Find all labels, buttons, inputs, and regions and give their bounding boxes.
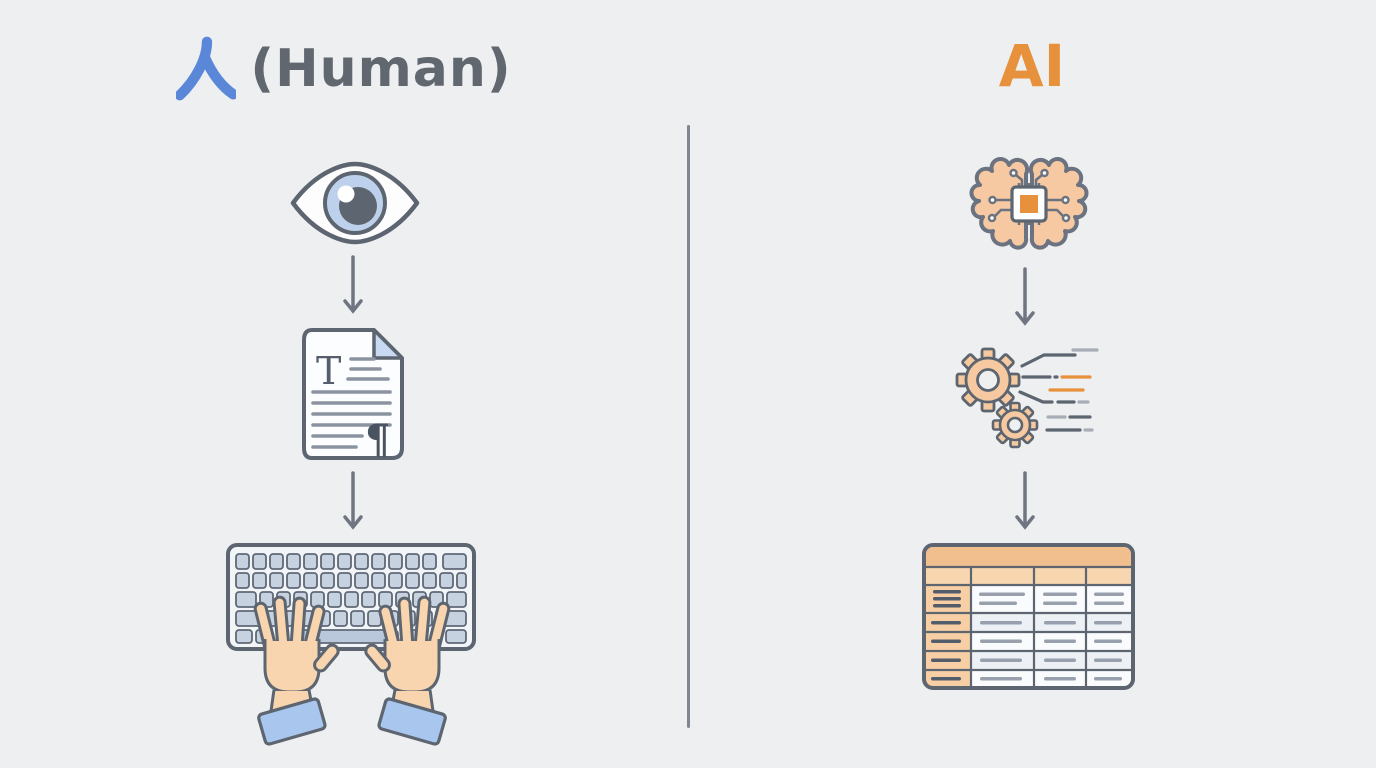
down-arrow-icon: [1015, 267, 1035, 326]
keyboard-typing-hands-icon: [226, 543, 476, 747]
document-pilcrow: ¶: [365, 416, 390, 463]
eye-icon: [290, 161, 420, 245]
human-title-label: (Human): [250, 39, 512, 99]
data-table-icon: [922, 543, 1135, 690]
document-letter-T: T: [316, 349, 341, 393]
down-arrow-icon: [343, 471, 363, 530]
human-kanji-icon: [176, 36, 237, 101]
down-arrow-icon: [1015, 471, 1035, 530]
gears-processing-icon: [955, 347, 1099, 449]
text-document-icon: T ¶: [302, 328, 404, 463]
down-arrow-icon: [343, 255, 363, 314]
column-divider: [687, 125, 690, 728]
ai-brain-chip-icon: [969, 157, 1089, 250]
human-column-title: (Human): [0, 36, 688, 102]
ai-column-title: AI: [998, 32, 1066, 100]
